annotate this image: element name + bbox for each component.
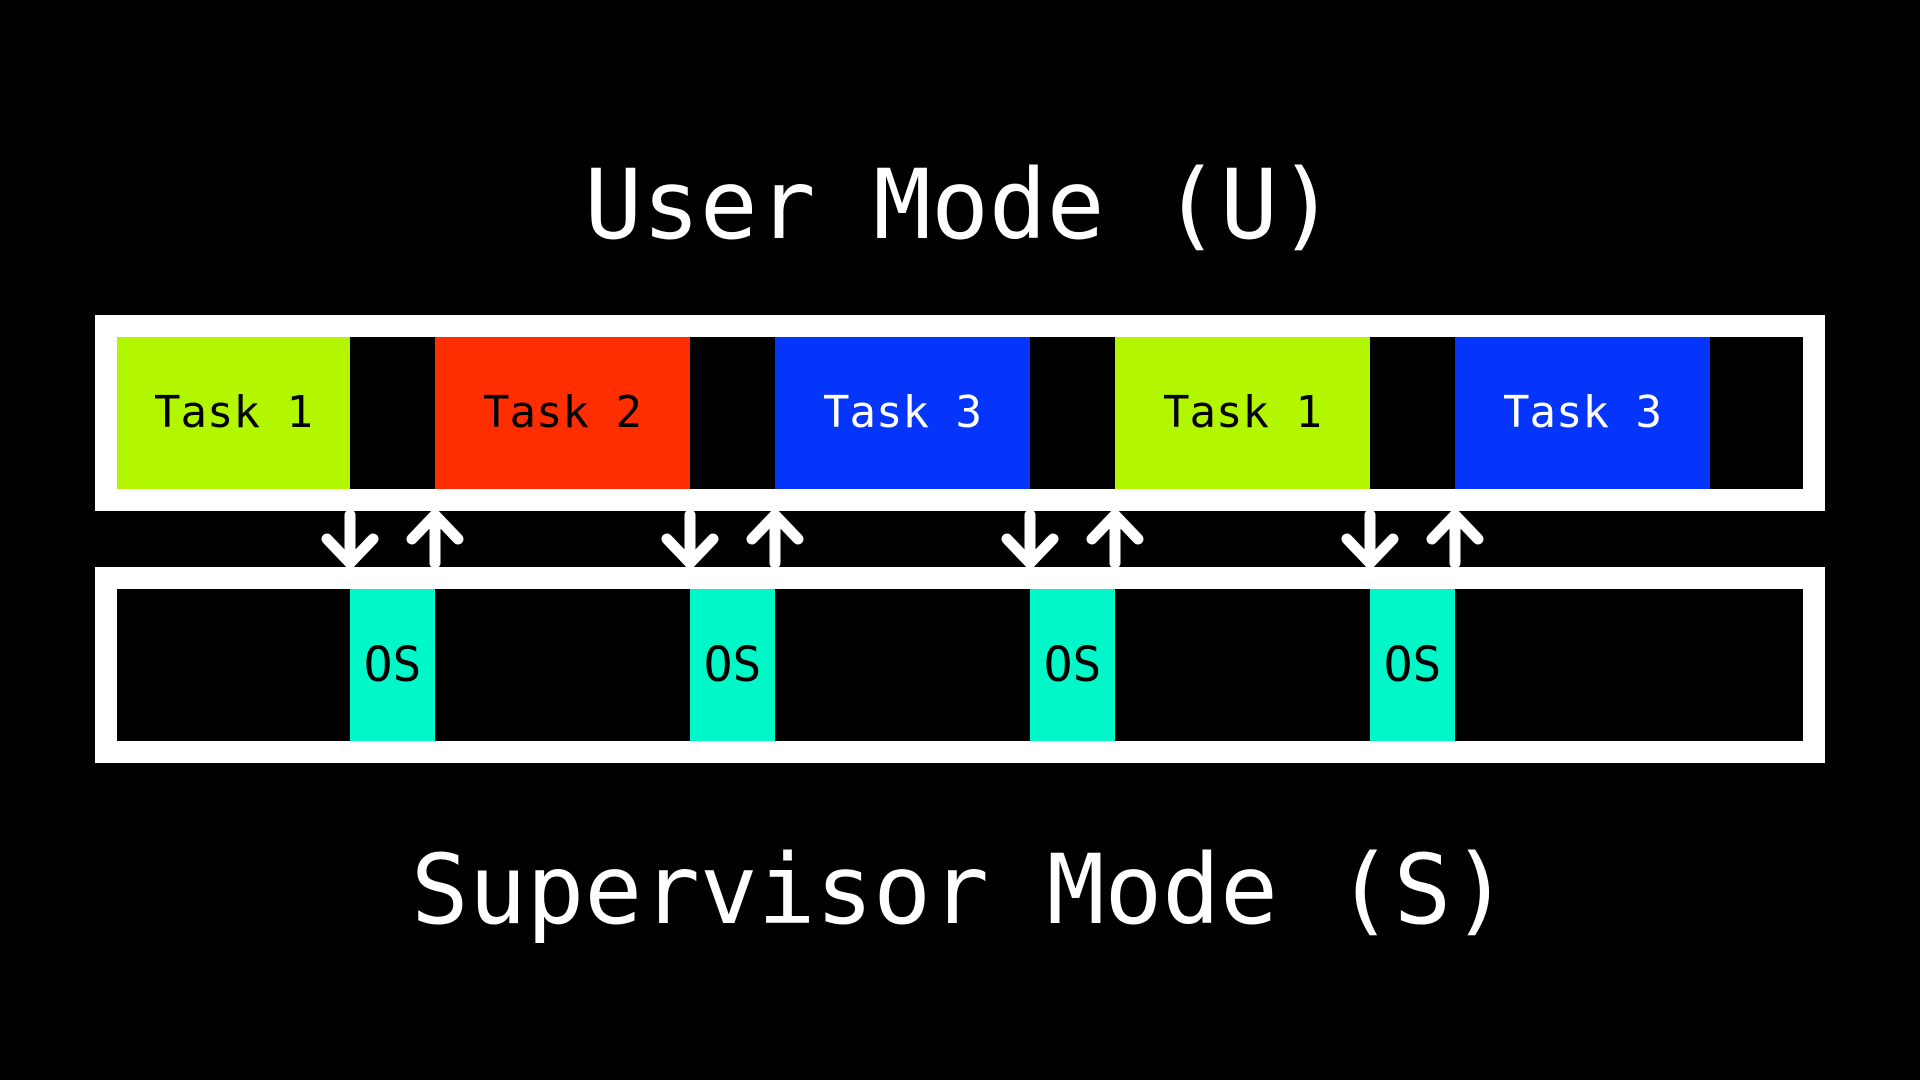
os-block: OS — [350, 589, 435, 741]
supervisor-mode-title: Supervisor Mode (S) — [410, 834, 1510, 946]
task-block: Task 3 — [775, 337, 1030, 489]
up-arrow-icon — [1086, 511, 1144, 567]
down-arrow-icon — [1341, 511, 1399, 567]
down-arrow-icon — [661, 511, 719, 567]
os-block: OS — [690, 589, 775, 741]
task-block-label: Task 2 — [483, 387, 642, 438]
task-block: Task 1 — [117, 337, 350, 489]
up-arrow-icon — [406, 511, 464, 567]
down-arrow-icon — [321, 511, 379, 567]
task-block: Task 3 — [1455, 337, 1710, 489]
down-arrow-icon — [1001, 511, 1059, 567]
os-block: OS — [1370, 589, 1455, 741]
os-block-label: OS — [1383, 637, 1442, 693]
task-block-label: Task 1 — [1163, 387, 1322, 438]
os-block-label: OS — [363, 637, 422, 693]
task-block: Task 2 — [435, 337, 690, 489]
user-mode-title: User Mode (U) — [584, 149, 1336, 261]
mode-switch-arrows — [321, 511, 1484, 567]
up-arrow-icon — [1426, 511, 1484, 567]
os-block: OS — [1030, 589, 1115, 741]
task-block: Task 1 — [1115, 337, 1370, 489]
task-block-label: Task 3 — [1503, 387, 1662, 438]
os-block-label: OS — [1043, 637, 1102, 693]
user-mode-bar: Task 1 Task 2 Task 3 Task 1 Task 3 — [95, 315, 1825, 511]
up-arrow-icon — [746, 511, 804, 567]
os-block-label: OS — [703, 637, 762, 693]
supervisor-mode-bar: OS OS OS OS — [95, 567, 1825, 763]
task-block-label: Task 3 — [823, 387, 982, 438]
task-block-label: Task 1 — [154, 387, 313, 438]
